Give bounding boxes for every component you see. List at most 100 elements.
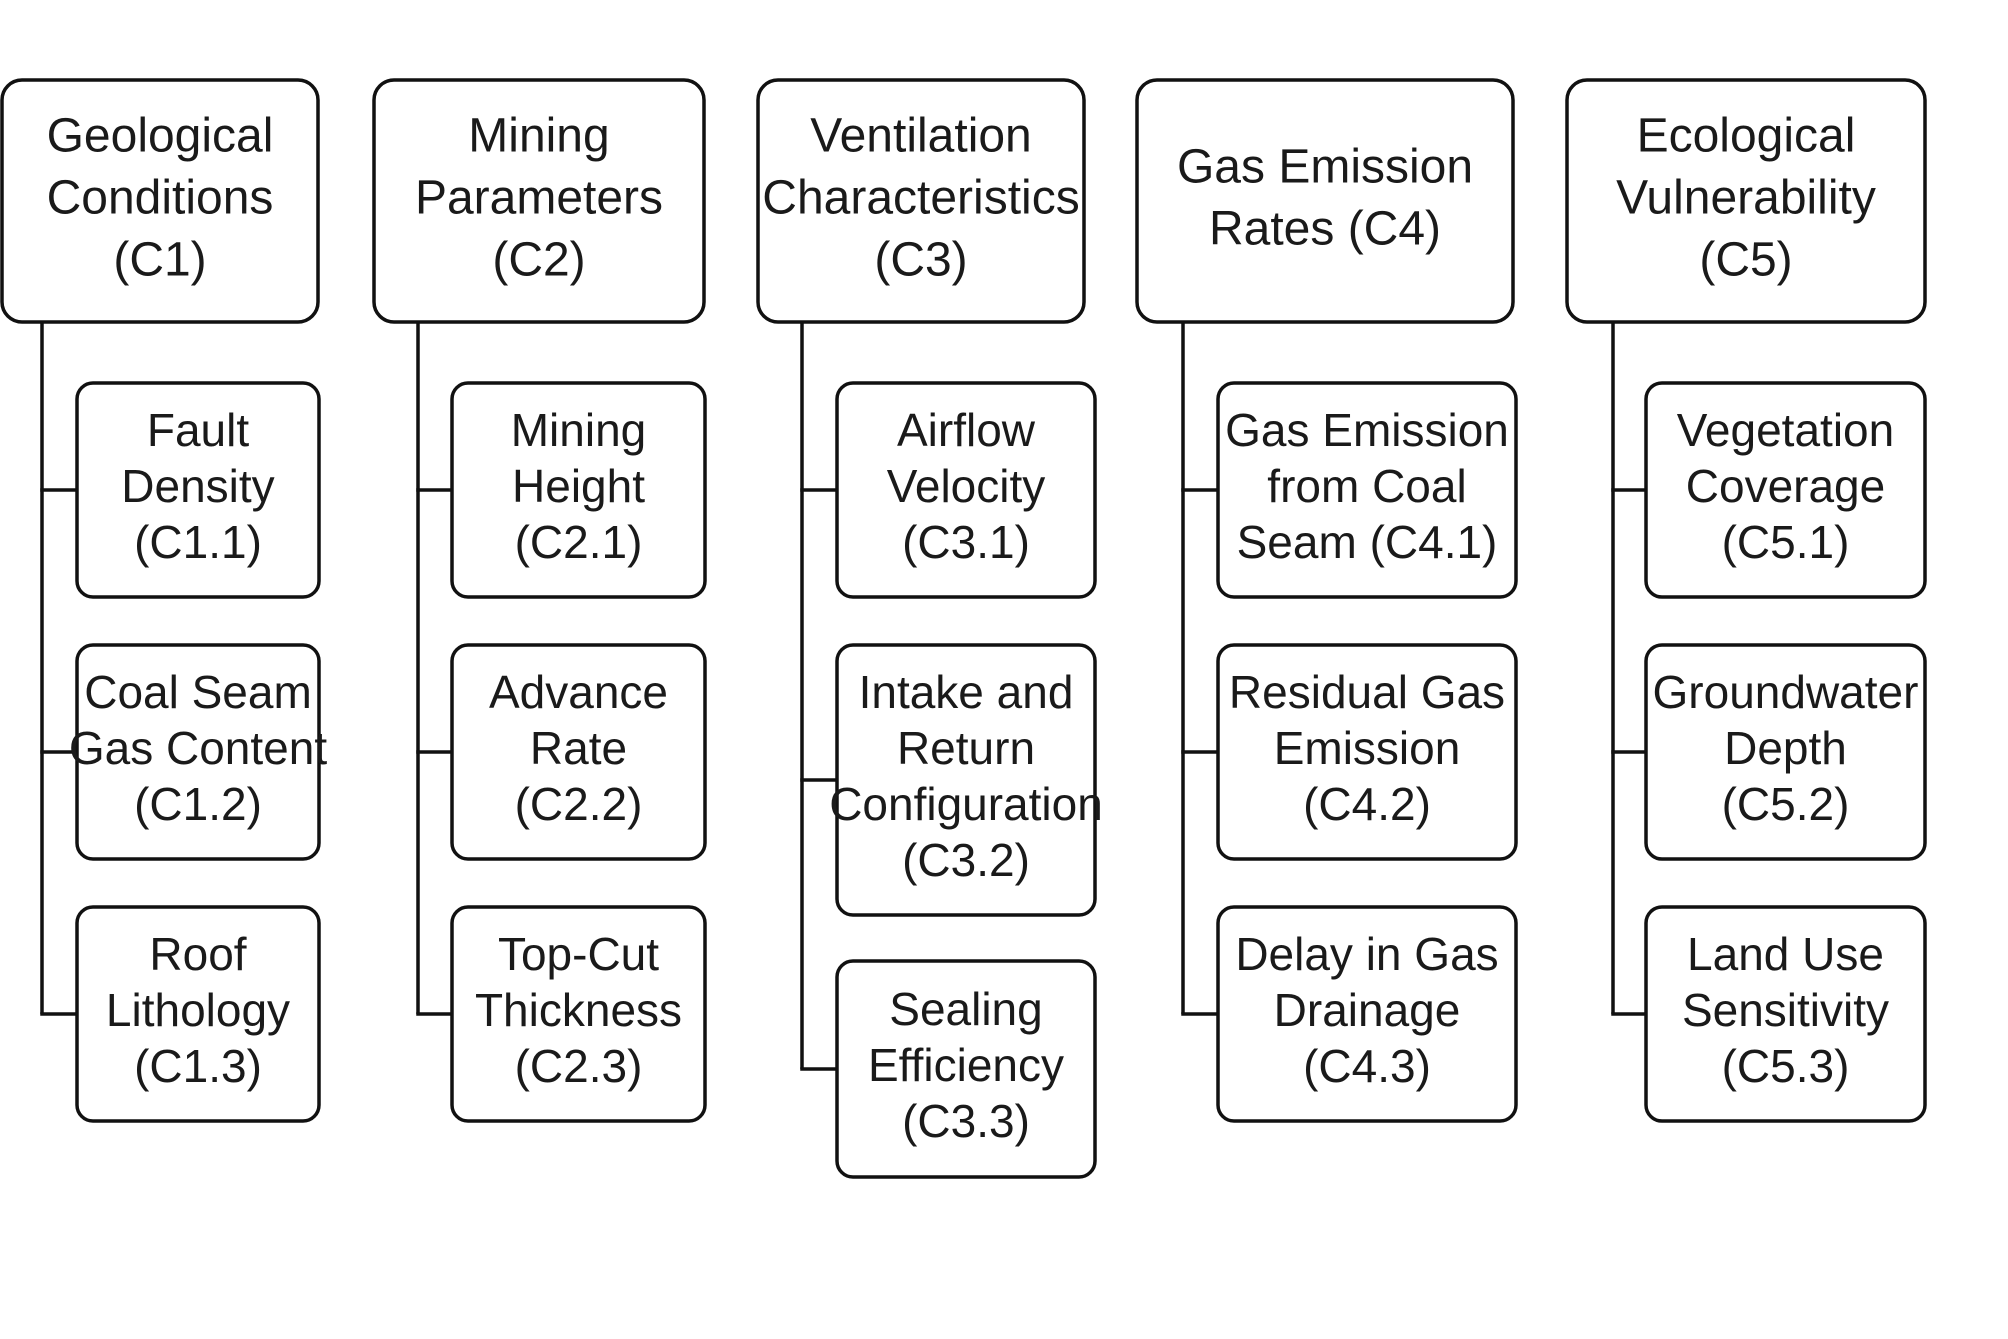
subcriterion-label-line: Fault — [147, 404, 249, 456]
category-label-line: (C2) — [492, 234, 585, 287]
subcriterion-label-line: Intake and — [859, 666, 1074, 718]
subcriterion-label-line: Sealing — [889, 983, 1042, 1035]
subcriterion-label-line: (C1.1) — [134, 516, 262, 568]
category-label-line: Ecological — [1637, 110, 1856, 163]
subcriterion-label-line: Seam (C4.1) — [1237, 516, 1498, 568]
subcriterion-label-line: Gas Emission — [1225, 404, 1509, 456]
subcriterion-box — [450, 381, 707, 599]
subcriterion-label-line: Height — [512, 460, 645, 512]
subcriterion-label-line: (C2.1) — [515, 516, 643, 568]
category-box — [756, 78, 1086, 324]
category-label-line: Gas Emission — [1177, 141, 1473, 194]
category-box — [1565, 78, 1927, 324]
subcriterion-label-line: Emission — [1274, 722, 1461, 774]
category-label-line: Mining — [468, 110, 609, 163]
subcriterion-box — [1216, 381, 1518, 599]
subcriterion-box — [75, 905, 321, 1123]
subcriterion-box — [450, 643, 707, 861]
subcriterion-box — [835, 381, 1097, 599]
category-label-line: Characteristics — [762, 172, 1079, 225]
category-label-line: (C1) — [113, 234, 206, 287]
category-label-line: Ventilation — [810, 110, 1032, 163]
subcriterion-box — [835, 959, 1097, 1179]
category-label-line: (C5) — [1699, 234, 1792, 287]
subcriterion-label-line: Lithology — [106, 984, 290, 1036]
subcriterion-label-line: Land Use — [1687, 928, 1884, 980]
subcriterion-label-line: (C5.3) — [1722, 1040, 1850, 1092]
subcriterion-label-line: (C1.2) — [134, 778, 262, 830]
subcriterion-label-line: Advance — [489, 666, 668, 718]
subcriterion-label-line: Coal Seam — [84, 666, 312, 718]
category-group-c2: MiningParameters(C2)MiningHeight(C2.1)Ad… — [372, 78, 707, 1123]
subcriterion-label-line: (C2.2) — [515, 778, 643, 830]
category-label-line: Parameters — [415, 172, 663, 225]
subcriterion-box — [1644, 381, 1927, 599]
subcriterion-label-line: (C5.1) — [1722, 516, 1850, 568]
subcriterion-label-line: Density — [121, 460, 274, 512]
subcriterion-label-line: Return — [897, 722, 1035, 774]
subcriterion-box — [75, 643, 321, 861]
category-box — [1135, 78, 1515, 324]
subcriterion-label-line: (C4.2) — [1303, 778, 1431, 830]
subcriterion-box — [1644, 905, 1927, 1123]
subcriterion-label-line: Delay in Gas — [1235, 928, 1498, 980]
subcriterion-label-line: Sensitivity — [1682, 984, 1889, 1036]
category-box — [0, 78, 320, 324]
subcriterion-label-line: Configuration — [829, 778, 1103, 830]
subcriterion-box — [75, 381, 321, 599]
subcriterion-label-line: Groundwater — [1653, 666, 1919, 718]
subcriterion-label-line: Velocity — [887, 460, 1046, 512]
category-label-line: Rates (C4) — [1209, 203, 1441, 256]
category-group-c1: GeologicalConditions(C1)FaultDensity(C1.… — [0, 78, 327, 1123]
subcriterion-box — [1216, 905, 1518, 1123]
subcriterion-label-line: (C4.3) — [1303, 1040, 1431, 1092]
subcriterion-label-line: Roof — [149, 928, 246, 980]
subcriterion-label-line: Rate — [530, 722, 627, 774]
subcriterion-label-line: from Coal — [1267, 460, 1466, 512]
subcriterion-label-line: Gas Content — [69, 722, 327, 774]
subcriterion-label-line: Top-Cut — [498, 928, 659, 980]
subcriterion-label-line: Vegetation — [1677, 404, 1894, 456]
subcriterion-label-line: Airflow — [897, 404, 1036, 456]
subcriterion-label-line: Drainage — [1274, 984, 1461, 1036]
subcriterion-label-line: Depth — [1724, 722, 1847, 774]
subcriterion-label-line: Residual Gas — [1229, 666, 1505, 718]
category-box — [372, 78, 706, 324]
category-label-line: Conditions — [47, 172, 274, 225]
subcriterion-label-line: (C1.3) — [134, 1040, 262, 1092]
subcriterion-box — [835, 643, 1097, 917]
subcriterion-label-line: Coverage — [1686, 460, 1885, 512]
subcriterion-label-line: (C3.3) — [902, 1095, 1030, 1147]
subcriterion-label-line: (C5.2) — [1722, 778, 1850, 830]
category-label-line: Vulnerability — [1616, 172, 1876, 225]
subcriterion-box — [1644, 643, 1927, 861]
subcriterion-label-line: Efficiency — [868, 1039, 1064, 1091]
subcriterion-label-line: Mining — [511, 404, 647, 456]
subcriterion-box — [1216, 643, 1518, 861]
category-label-line: Geological — [47, 110, 274, 163]
subcriterion-label-line: (C3.2) — [902, 834, 1030, 886]
subcriterion-label-line: (C2.3) — [515, 1040, 643, 1092]
subcriterion-label-line: (C3.1) — [902, 516, 1030, 568]
subcriterion-label-line: Thickness — [475, 984, 682, 1036]
category-label-line: (C3) — [874, 234, 967, 287]
subcriterion-box — [450, 905, 707, 1123]
